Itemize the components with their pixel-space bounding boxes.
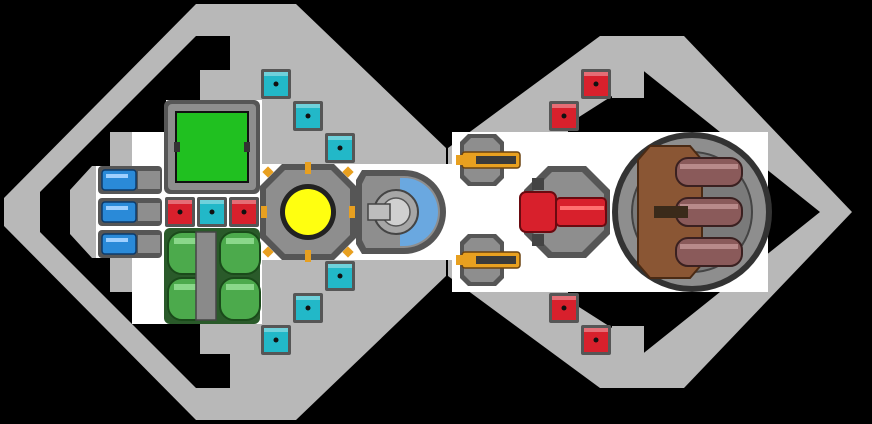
red-node-1[interactable] <box>581 69 611 99</box>
thruster-1[interactable] <box>98 166 162 194</box>
cyan-node-3[interactable] <box>325 133 355 163</box>
red-node-4[interactable] <box>229 197 259 227</box>
cyan-node-5[interactable] <box>325 261 355 291</box>
red-node-5[interactable] <box>549 293 579 323</box>
red-node-2[interactable] <box>549 101 579 131</box>
cyan-node-6[interactable] <box>293 293 323 323</box>
cyan-node-7[interactable] <box>261 325 291 355</box>
red-node-6[interactable] <box>581 325 611 355</box>
monitor-console[interactable] <box>164 100 260 194</box>
cyan-node-1[interactable] <box>261 69 291 99</box>
red-node-3[interactable] <box>165 197 195 227</box>
thruster-3[interactable] <box>98 230 162 258</box>
reactor-core[interactable] <box>260 162 356 262</box>
thruster-2[interactable] <box>98 198 162 226</box>
missile-silo[interactable] <box>612 132 772 292</box>
red-cannon[interactable] <box>519 166 610 258</box>
hull-right-notch-top <box>612 68 644 98</box>
fuel-tanks[interactable] <box>164 228 261 324</box>
hull-right-notch-bottom <box>612 326 644 356</box>
turret-bottom[interactable] <box>456 234 521 286</box>
cyan-node-4[interactable] <box>197 197 227 227</box>
cockpit-dome[interactable] <box>356 170 446 254</box>
turret-top[interactable] <box>456 134 521 186</box>
cyan-node-2[interactable] <box>293 101 323 131</box>
